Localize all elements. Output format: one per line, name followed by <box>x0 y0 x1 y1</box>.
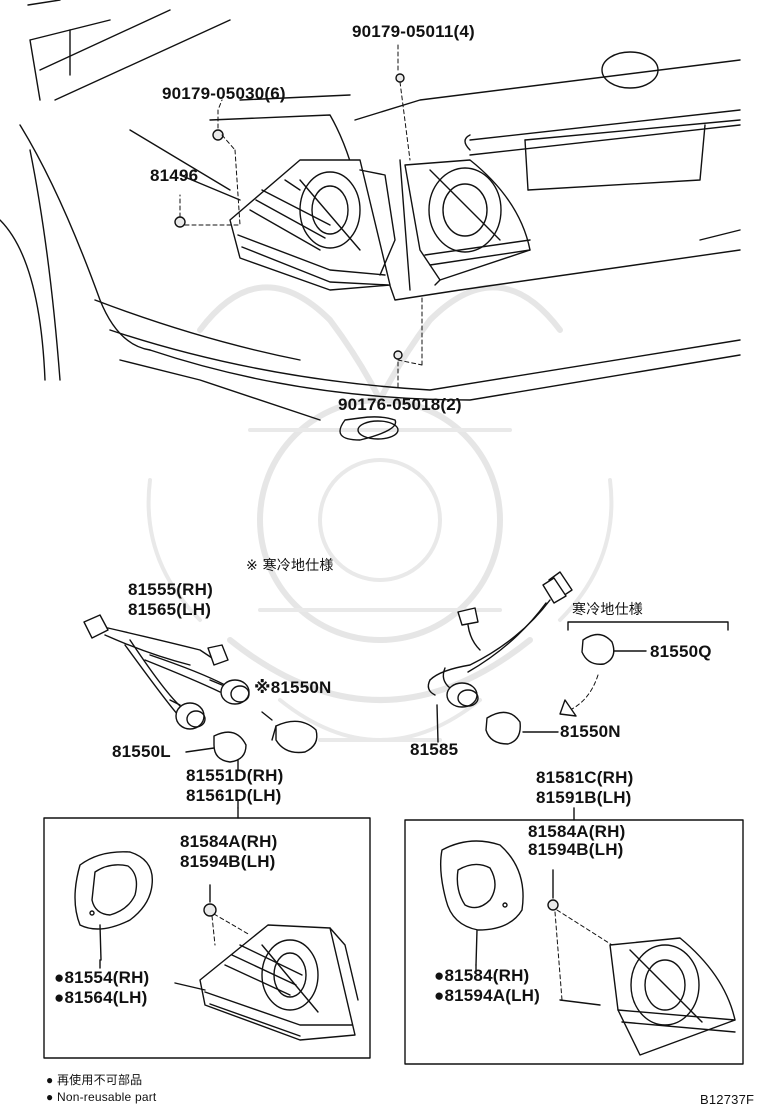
callout-81555: 81555(RH) <box>128 580 213 599</box>
callout-81585: 81585 <box>410 740 459 759</box>
leader-81550n-left <box>261 711 273 721</box>
legend-en: ● Non-reusable part <box>46 1090 157 1104</box>
callout-81594b-left: 81594B(LH) <box>180 852 276 871</box>
bulb-81550n-right <box>485 711 559 745</box>
callout-81550l: 81550L <box>112 742 171 761</box>
callout-81565: 81565(LH) <box>128 600 212 619</box>
socket-wire-left <box>83 614 250 730</box>
callout-81591b: 81591B(LH) <box>536 788 632 807</box>
callout-90176-05018: 90176-05018(2) <box>338 395 462 414</box>
nut-81584a-left <box>203 884 251 946</box>
top-fasteners <box>174 44 423 391</box>
tail-lamp-inner-top <box>404 159 531 286</box>
callout-81496: 81496 <box>150 166 199 185</box>
watermark-emblem <box>146 284 614 742</box>
lamp-81551d <box>174 924 359 1041</box>
callout-81551d: 81551D(RH) <box>186 766 284 785</box>
callout-81584a-left: 81584A(RH) <box>180 832 278 851</box>
callout-81550n-right: 81550N <box>560 722 621 741</box>
bracket-cold-spec <box>567 621 729 631</box>
bulb-81550l <box>185 731 247 763</box>
diagram-code: B12737F <box>700 1092 755 1107</box>
callout-81584a-right: 81584A(RH) <box>528 822 626 841</box>
legend-jp: ● 再使用不可部品 <box>46 1073 143 1087</box>
gasket-81584 <box>439 840 524 966</box>
callout-81550n-left: ※81550N <box>254 678 332 697</box>
callout-81564: ●81564(LH) <box>54 988 148 1007</box>
callout-90179-05011: 90179-05011(4) <box>352 22 475 41</box>
callout-81554: ●81554(RH) <box>54 968 150 987</box>
cold-spec-note-right: 寒冷地仕様 <box>572 602 643 618</box>
box-lower-left <box>43 817 371 1059</box>
callout-81561d: 81561D(LH) <box>186 786 282 805</box>
callout-90179-05030: 90179-05030(6) <box>162 84 286 103</box>
tail-lamp-outer-top <box>229 159 396 291</box>
nut-81584a-right <box>547 869 621 1001</box>
callout-81594a: ●81594A(LH) <box>434 986 541 1005</box>
arrow-upgrade <box>559 674 599 717</box>
lamp-81581c <box>559 937 736 1056</box>
callout-81594b-right: 81594B(LH) <box>528 840 624 859</box>
gasket-81554 <box>74 851 154 961</box>
callout-81584: ●81584(RH) <box>434 966 530 985</box>
callout-81581c: 81581C(RH) <box>536 768 634 787</box>
bulb-81550n-left <box>271 720 318 754</box>
cold-spec-note-left: ※ 寒冷地仕様 <box>246 558 334 574</box>
socket-wire-right <box>427 571 573 743</box>
bulb-81550q <box>581 633 647 665</box>
callout-81550q: 81550Q <box>650 642 712 661</box>
